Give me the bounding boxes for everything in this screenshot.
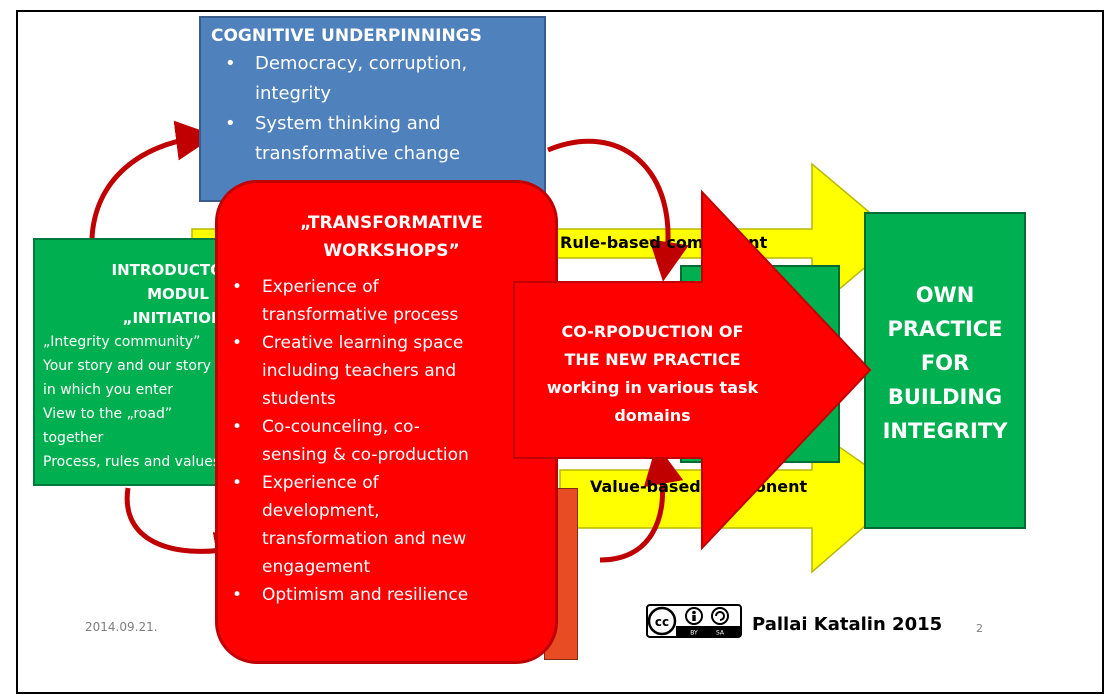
cognitive-item-2-line-1: System thinking and — [255, 113, 441, 134]
cc-by-sa-icon: cc BY SA — [646, 604, 742, 638]
coproduction-line-2: THE NEW PRACTICE — [564, 350, 741, 369]
coproduction-line-3: working in various task — [546, 378, 759, 397]
cognitive-box: COGNITIVE UNDERPINNINGS Democracy, corru… — [199, 16, 546, 202]
cognitive-item: System thinking and transformative chang… — [225, 109, 544, 169]
intro-line: in which you enter — [43, 382, 173, 398]
workshop-item: Experience of transformative process — [232, 273, 555, 329]
intro-line: View to the „road” — [43, 406, 173, 422]
coproduction-line-4: domains — [614, 406, 691, 425]
cognitive-title: COGNITIVE UNDERPINNINGS — [211, 26, 482, 46]
workshop-item-line: Experience of — [262, 473, 379, 493]
workshop-item-line: Creative learning space — [262, 333, 464, 353]
workshop-item-line: transformation and new — [262, 529, 467, 549]
curved-arrow-left-bottom — [124, 487, 256, 572]
workshop-item-line: transformative process — [262, 305, 459, 325]
cognitive-item-2-line-2: transformative change — [255, 143, 461, 164]
intro-line: together — [43, 430, 104, 446]
workshop-item-line: Co-counceling, co- — [262, 417, 420, 437]
slide-date: 2014.09.21. — [85, 620, 158, 634]
own-practice-box: OWN PRACTICE FOR BUILDING INTEGRITY — [864, 212, 1026, 529]
workshop-item-line: Optimism and resilience — [262, 585, 469, 605]
svg-text:cc: cc — [655, 615, 669, 629]
curved-arrow-right-top — [547, 138, 689, 282]
transformative-workshops-box: „TRANSFORMATIVE WORKSHOPS” Experience of… — [215, 180, 558, 664]
workshop-item-line: Experience of — [262, 277, 379, 297]
curved-arrow-left-top — [89, 120, 216, 239]
workshop-item-line: engagement — [262, 557, 371, 577]
cc-sa-label: SA — [716, 630, 725, 637]
cognitive-item: Democracy, corruption, integrity — [225, 49, 544, 109]
cognitive-item-1-line-1: Democracy, corruption, — [255, 53, 468, 74]
author-credit: Pallai Katalin 2015 — [752, 614, 943, 635]
workshop-item-line: including teachers and — [262, 361, 457, 381]
workshop-item: Optimism and resilience — [232, 581, 555, 609]
coproduction-arrow — [513, 189, 872, 551]
cc-by-label: BY — [690, 630, 698, 637]
workshops-title: „TRANSFORMATIVE WORKSHOPS” — [300, 213, 483, 261]
coproduction-line-1: CO-RPODUCTION OF — [561, 322, 744, 341]
coproduction-text: CO-RPODUCTION OF THE NEW PRACTICE workin… — [520, 318, 785, 430]
intro-line: Your story and our story — [43, 358, 211, 374]
intro-line: Process, rules and values — [43, 454, 221, 470]
workshop-item: Creative learning space including teache… — [232, 329, 555, 413]
page-number: 2 — [976, 622, 983, 635]
workshop-item-line: development, — [262, 501, 380, 521]
curved-arrow-right-bottom — [599, 444, 684, 563]
workshop-item-line: students — [262, 389, 336, 409]
workshop-item: Experience of development, transformatio… — [232, 469, 555, 581]
workshop-item-line: sensing & co-production — [262, 445, 469, 465]
workshop-item: Co-counceling, co- sensing & co-producti… — [232, 413, 555, 469]
cognitive-item-1-line-2: integrity — [255, 83, 332, 104]
intro-line: „Integrity community” — [43, 334, 201, 350]
intro-title: INTRODUCTORY MODUL „INITIATION” — [111, 261, 245, 327]
